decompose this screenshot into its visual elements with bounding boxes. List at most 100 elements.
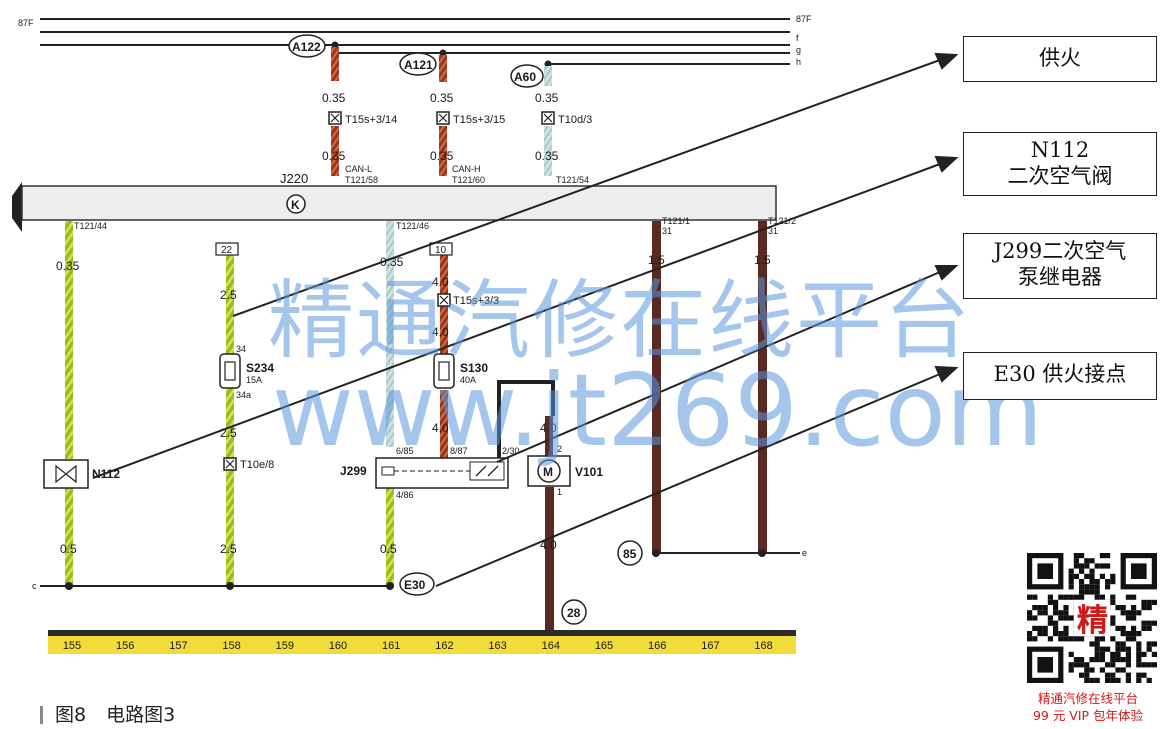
callout-n112: N112 二次空气阀 xyxy=(963,132,1157,196)
j220-k-mark: K xyxy=(291,198,300,212)
wire-size-a121-top: 0.35 xyxy=(430,91,454,105)
svg-text:8/87: 8/87 xyxy=(450,446,468,456)
ruler-label: 162 xyxy=(435,640,453,652)
label-can-l: CAN-L xyxy=(345,164,372,174)
rail-label-g: g xyxy=(796,45,801,55)
label-t121-60: T121/60 xyxy=(452,175,485,185)
svg-text:T10e/8: T10e/8 xyxy=(240,459,274,471)
ruler-label: 167 xyxy=(701,640,719,652)
ruler-label: 160 xyxy=(329,640,347,652)
n112-valve: N112 xyxy=(43,459,120,489)
svg-text:T15s+3/3: T15s+3/3 xyxy=(453,295,499,307)
connector-a60: A60 xyxy=(510,64,544,88)
label-t121-2: T121/2 xyxy=(768,216,796,226)
connector-a122: A122 xyxy=(288,34,326,58)
top-rails: 87F 87F f g h xyxy=(18,14,812,67)
j220-control-unit: K J220 xyxy=(12,171,777,232)
promo-line-1: 精通汽修在线平台 xyxy=(1037,691,1138,706)
promo-text: 精通汽修在线平台 99 元 VIP 包年体验 xyxy=(1008,690,1164,724)
svg-text:2/30: 2/30 xyxy=(502,446,520,456)
ruler-label: 166 xyxy=(648,640,666,652)
label-pin-31a: 31 xyxy=(662,226,672,236)
ruler-label: 161 xyxy=(382,640,400,652)
v101-pump: M V101 2 1 xyxy=(527,444,603,497)
svg-text:15A: 15A xyxy=(246,375,262,385)
ruler-label: 158 xyxy=(222,640,240,652)
rail-label-right: 87F xyxy=(796,14,812,24)
ruler-label: 157 xyxy=(169,640,187,652)
promo-line-2: 99 元 VIP 包年体验 xyxy=(1032,708,1144,723)
bus-label-c: c xyxy=(32,581,37,591)
wire-size-155: 0.35 xyxy=(56,259,80,273)
label-t121-1: T121/1 xyxy=(662,216,690,226)
connector-t15s-3-3: T15s+3/3 xyxy=(437,293,499,307)
svg-text:S234: S234 xyxy=(246,361,274,375)
svg-text:6/85: 6/85 xyxy=(396,446,414,456)
fuse-s234: 34 S234 15A 34a xyxy=(219,344,274,400)
wire-size-162-bot: 4.0 xyxy=(432,421,449,435)
wire-size-a60-bot: 0.35 xyxy=(535,149,559,163)
connector-t15s-3-15: T15s+3/15 xyxy=(436,111,505,126)
wire-size-a122-bot: 0.35 xyxy=(322,149,346,163)
callout-supply: 供火 xyxy=(963,36,1157,82)
svg-text:J299: J299 xyxy=(340,464,367,478)
wire-size-a121-bot: 0.35 xyxy=(430,149,454,163)
svg-text:S130: S130 xyxy=(460,361,488,375)
wire-size-168: 1.5 xyxy=(754,253,771,267)
svg-text:V101: V101 xyxy=(575,465,603,479)
rail-label-h: h xyxy=(796,57,801,67)
svg-text:10: 10 xyxy=(435,245,447,256)
connector-box-22: 22 xyxy=(215,242,239,256)
svg-text:A122: A122 xyxy=(292,40,321,54)
bottom-ruler: 155 156 157 158 159 160 161 162 163 164 165 166 167 1… xyxy=(48,630,796,654)
qr-code[interactable]: 精 xyxy=(1027,553,1157,683)
wire-size-161-top: 0.35 xyxy=(380,255,404,269)
svg-text:A121: A121 xyxy=(404,58,433,72)
bus-label-e: e xyxy=(802,548,807,558)
callout-e30: E30 供火接点 xyxy=(963,352,1157,400)
wire-size-158-bot: 2.5 xyxy=(220,542,237,556)
wire-size-a122-top: 0.35 xyxy=(322,91,346,105)
svg-text:A60: A60 xyxy=(514,70,536,84)
svg-text:40A: 40A xyxy=(460,375,476,385)
svg-text:2: 2 xyxy=(557,444,562,454)
svg-text:1: 1 xyxy=(557,487,562,497)
wire-size-162-top: 4.0 xyxy=(432,275,449,289)
ruler-label: 155 xyxy=(63,640,81,652)
ruler-label: 159 xyxy=(276,640,294,652)
lower-wires xyxy=(40,221,800,630)
label-t121-54: T121/54 xyxy=(556,175,589,185)
figure-title: 电路图3 xyxy=(106,704,176,726)
j220-label: J220 xyxy=(280,171,308,186)
figure-caption: 图8 电路图3 xyxy=(40,700,175,727)
upper-wires xyxy=(331,41,552,176)
connector-28: 28 xyxy=(561,599,587,625)
connector-t15s-3-14: T15s+3/14 xyxy=(328,111,397,126)
ruler-label: 168 xyxy=(754,640,772,652)
ruler-label: 163 xyxy=(488,640,506,652)
svg-text:34: 34 xyxy=(236,344,246,354)
figure-number: 图8 xyxy=(55,704,87,726)
connector-t10d-3: T10d/3 xyxy=(541,111,592,126)
ruler-label: 164 xyxy=(542,640,560,652)
svg-text:T15s+3/14: T15s+3/14 xyxy=(345,114,397,126)
wire-size-162-mid: 4.0 xyxy=(432,325,449,339)
connector-e30: E30 xyxy=(399,572,435,596)
wire-size-a60-top: 0.35 xyxy=(535,91,559,105)
svg-text:T10d/3: T10d/3 xyxy=(558,114,592,126)
svg-text:T15s+3/15: T15s+3/15 xyxy=(453,114,505,126)
label-pin-31b: 31 xyxy=(768,226,778,236)
svg-text:85: 85 xyxy=(623,547,637,561)
label-t121-58: T121/58 xyxy=(345,175,378,185)
connector-box-10: 10 xyxy=(429,242,453,256)
connector-t10e-8: T10e/8 xyxy=(223,457,274,471)
ruler-label: 165 xyxy=(595,640,613,652)
rail-label-left: 87F xyxy=(18,18,34,28)
wire-size-166: 1.5 xyxy=(648,253,665,267)
label-t121-44: T121/44 xyxy=(74,221,107,231)
ruler-label: 156 xyxy=(116,640,134,652)
callout-j299: J299二次空气 泵继电器 xyxy=(963,233,1157,299)
svg-text:E30: E30 xyxy=(404,578,426,592)
fuse-s130: S130 40A xyxy=(433,353,488,389)
